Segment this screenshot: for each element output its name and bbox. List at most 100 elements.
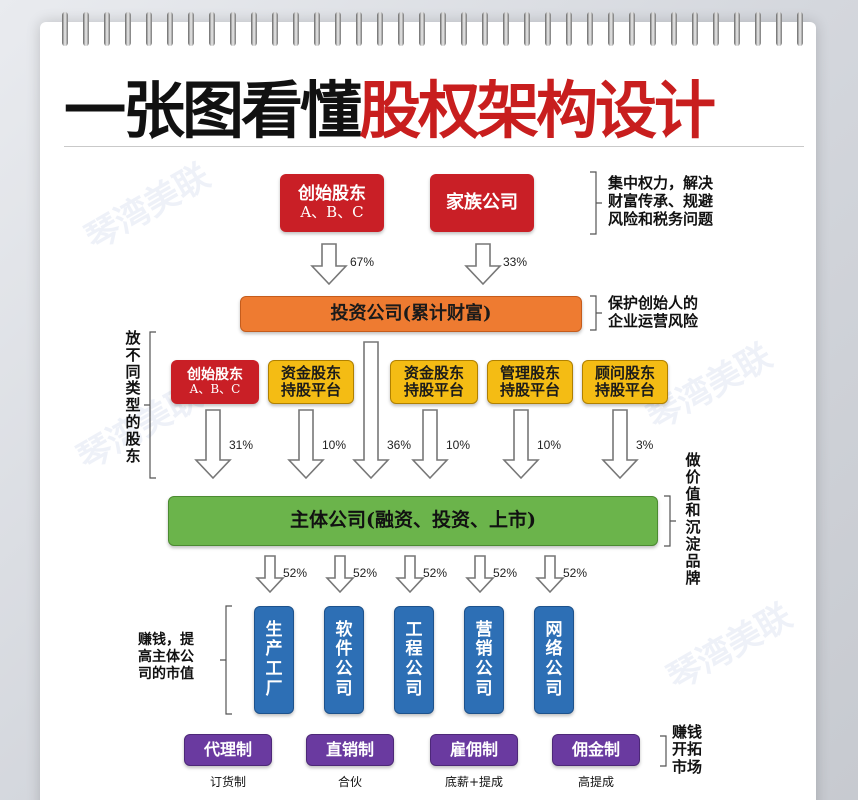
arrow-sub-4 <box>465 555 495 594</box>
side-char: 的 <box>125 412 141 431</box>
sub-note-line: 司的市值 <box>138 665 194 682</box>
sub-char: 司 <box>475 678 493 699</box>
side-char: 类 <box>125 379 141 398</box>
binding-ring <box>587 12 593 46</box>
pct-sub-2: 52% <box>353 566 378 580</box>
models-note-line: 赚钱 <box>672 723 703 741</box>
binding-ring <box>314 12 320 46</box>
main-company-box: 主体公司(融资、投资、上市) <box>168 496 658 546</box>
binding-ring <box>776 12 782 46</box>
side-char: 淀 <box>685 534 701 553</box>
binding-ring <box>734 12 740 46</box>
pct-holder-1: 31% <box>229 438 254 452</box>
model-employment-sub: 底薪+提成 <box>444 775 504 789</box>
sub-char: 络 <box>545 639 563 660</box>
binding-ring <box>713 12 719 46</box>
arrow-sub-3 <box>395 555 425 594</box>
sub-char: 软 <box>335 619 353 640</box>
holder-capital-platform-box: 资金股东持股平台 <box>268 360 354 404</box>
sub-company-engineering: 工程公司 <box>394 606 434 714</box>
binding-ring <box>104 12 110 46</box>
side-char: 同 <box>125 362 141 381</box>
holder-line1: 资金股东 <box>280 363 341 382</box>
investment-company-box: 投资公司(累计财富) <box>240 296 582 332</box>
sub-char: 件 <box>335 639 353 660</box>
arrow-sub-5 <box>535 555 565 594</box>
binding-ring <box>125 12 131 46</box>
bracket-top <box>590 171 602 235</box>
sub-char: 生 <box>265 619 283 640</box>
holder-line1: 顾问股东 <box>594 363 655 382</box>
pct-holder-5: 10% <box>537 438 562 452</box>
holder-line1: 资金股东 <box>403 363 464 382</box>
binding-ring <box>503 12 509 46</box>
top-note: 集中权力，解决 财富传承、规避 风险和税务问题 <box>608 174 713 228</box>
invest-note: 保护创始人的 企业运营风险 <box>608 294 698 330</box>
models-side-note: 赚钱 开拓 市场 <box>672 723 703 776</box>
sub-char: 工 <box>265 659 283 679</box>
binding-ring <box>167 12 173 46</box>
binding-ring <box>356 12 362 46</box>
family-company-box: 家族公司 <box>430 174 534 232</box>
binding-ring <box>398 12 404 46</box>
side-char: 型 <box>125 396 141 415</box>
model-commission-box: 佣金制 <box>552 734 640 766</box>
sub-note: 赚钱，提 高主体公 司的市值 <box>138 632 194 682</box>
side-char: 牌 <box>685 568 701 587</box>
founders-box: 创始股东 A、B、C <box>280 174 384 232</box>
holder-line1: 创始股东 <box>187 367 243 384</box>
binding-ring <box>209 12 215 46</box>
models-note-line: 开拓 <box>672 740 703 759</box>
binding-ring <box>83 12 89 46</box>
invest-note-line: 保护创始人的 <box>608 294 699 312</box>
binding-ring <box>461 12 467 46</box>
pct-holder-6: 3% <box>636 438 654 452</box>
binding-ring <box>188 12 194 46</box>
binding-ring <box>272 12 278 46</box>
binding-ring <box>293 12 299 46</box>
arrow-holder-5 <box>502 409 540 480</box>
invest-note-line: 企业运营风险 <box>608 312 699 330</box>
sub-char: 网 <box>545 619 563 640</box>
side-char: 不 <box>125 345 141 364</box>
bracket-main <box>664 495 676 547</box>
bracket-invest <box>590 295 602 331</box>
arrow-family-to-invest <box>464 243 502 286</box>
binding-ring <box>755 12 761 46</box>
sub-company-factory: 生产工厂 <box>254 606 294 714</box>
founders-line1: 创始股东 <box>298 183 366 204</box>
holder-advisor-platform-box: 顾问股东持股平台 <box>582 360 668 404</box>
model-agency-box: 代理制 <box>184 734 272 766</box>
sub-char: 司 <box>545 678 563 699</box>
bracket-models <box>660 735 667 767</box>
arrow-holder-2 <box>287 409 325 480</box>
side-char: 东 <box>125 446 141 465</box>
binding-ring <box>482 12 488 46</box>
sub-char: 公 <box>475 659 493 679</box>
founders-line2: A、B、C <box>300 203 364 222</box>
holder-management-platform-box: 管理股东持股平台 <box>487 360 573 404</box>
holder-line2: 持股平台 <box>403 381 464 399</box>
arrow-holder-1 <box>194 409 232 480</box>
top-note-line: 集中权力，解决 <box>608 174 714 192</box>
sub-company-software: 软件公司 <box>324 606 364 714</box>
pct-sub-5: 52% <box>563 566 588 580</box>
pct-family: 33% <box>503 255 528 269</box>
sub-char: 程 <box>405 639 423 660</box>
binding-ring <box>251 12 257 46</box>
side-note-value-brand: 做 价 值 和 沉 淀 品 牌 <box>684 452 702 586</box>
sub-char: 产 <box>265 639 283 660</box>
sub-char: 厂 <box>265 678 283 699</box>
arrow-sub-1 <box>255 555 285 594</box>
arrow-invest-to-main <box>352 341 390 480</box>
side-char: 价 <box>685 467 701 486</box>
sub-char: 司 <box>405 678 423 699</box>
title-black-part: 一张图看懂 <box>64 74 362 147</box>
model-employment-box: 雇佣制 <box>430 734 518 766</box>
binding-ring <box>797 12 803 46</box>
sub-char: 公 <box>335 659 353 679</box>
sub-char: 公 <box>405 659 423 679</box>
model-commission-sub: 高提成 <box>577 775 614 789</box>
